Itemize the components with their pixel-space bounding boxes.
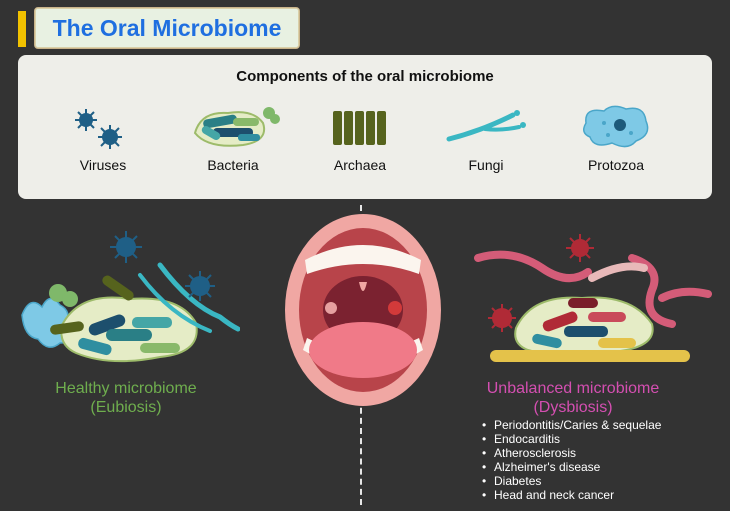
list-item: Alzheimer's disease [480,460,661,474]
component-label: Archaea [333,157,387,173]
virus-icon [75,109,122,149]
list-item: Endocarditis [480,432,661,446]
component-bacteria: Bacteria [173,101,293,173]
component-label: Viruses [79,157,127,173]
list-item: Head and neck cancer [480,488,661,502]
page-title: The Oral Microbiome [52,14,282,41]
components-panel: Components of the oral microbiome Viruse… [18,55,712,199]
list-item: Diabetes [480,474,661,488]
condition-list: Periodontitis/Caries & sequelae Endocard… [480,418,661,502]
mouth-illustration [285,214,441,406]
unbalanced-title: Unbalanced microbiome [486,380,660,397]
bacteria-icon [193,107,280,147]
healthy-subtitle: (Eubiosis) [90,399,162,416]
component-label: Bacteria [207,157,259,173]
component-protozoa: Protozoa [556,101,676,173]
component-fungi: Fungi [426,101,546,173]
list-item: Atherosclerosis [480,446,661,460]
unbalanced-microbiome-illustration [474,234,712,362]
archaea-icon [333,111,386,145]
fungi-icon [446,110,526,142]
title-accent-bar [18,11,26,47]
component-label: Protozoa [587,157,645,173]
healthy-microbiome-label: Healthy microbiome (Eubiosis) [35,379,217,417]
components-heading: Components of the oral microbiome [236,68,494,85]
title-box: The Oral Microbiome [34,7,300,49]
list-item: Periodontitis/Caries & sequelae [480,418,661,432]
healthy-microbiome-illustration [21,231,240,363]
unbalanced-microbiome-label: Unbalanced microbiome (Dysbiosis) [478,379,668,417]
unbalanced-subtitle: (Dysbiosis) [533,399,613,416]
protozoa-icon [583,105,649,148]
healthy-title: Healthy microbiome [55,380,197,397]
component-archaea: Archaea [300,101,420,173]
component-label: Fungi [468,157,504,173]
component-viruses: Viruses [43,101,163,173]
